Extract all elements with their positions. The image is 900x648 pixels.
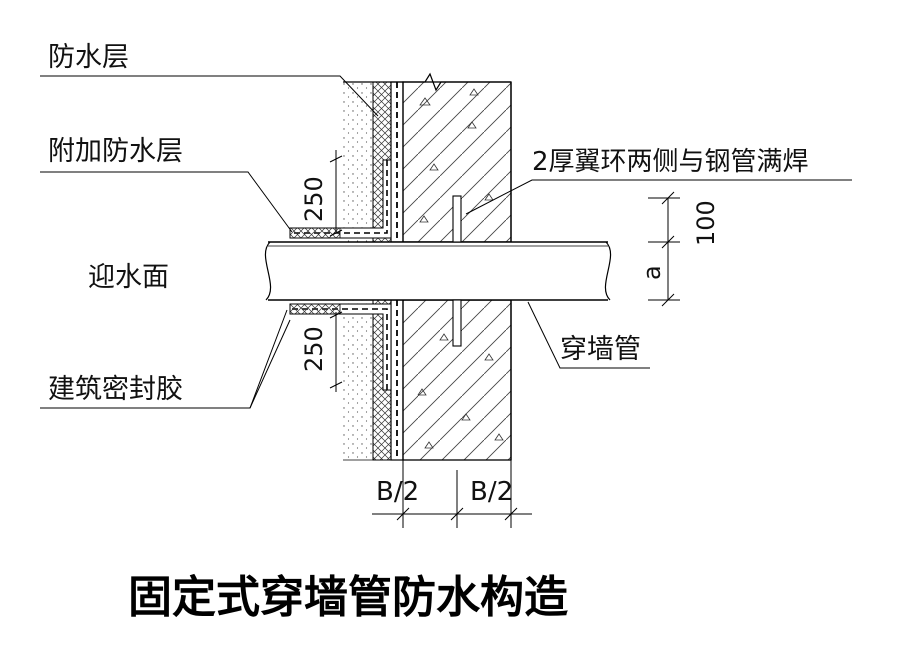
leader-waterproof-layer — [40, 75, 379, 117]
dim-b-half-left: B/2 — [376, 477, 419, 507]
label-waterproof-layer: 防水层 — [48, 42, 129, 73]
aggregate-marks — [417, 88, 504, 449]
break-mark-top — [343, 72, 511, 92]
drawing-title: 固定式穿墙管防水构造 — [128, 572, 568, 623]
dimension-lines — [329, 150, 680, 528]
leader-additional-layer — [40, 171, 293, 233]
label-wall-pipe: 穿墙管 — [560, 334, 641, 365]
leader-wing-ring — [465, 179, 852, 215]
label-wing-ring-note: 2厚翼环两侧与钢管满焊 — [532, 147, 809, 177]
leader-sealant-2 — [249, 319, 291, 409]
dim-b-half-right: B/2 — [470, 477, 513, 507]
label-water-facing-side: 迎水面 — [88, 262, 169, 293]
dim-ring-100: 100 — [692, 200, 720, 246]
leader-lines — [40, 75, 852, 409]
wing-ring — [452, 195, 462, 347]
pipe-break-left — [264, 241, 272, 301]
label-sealant: 建筑密封胶 — [48, 374, 183, 405]
dim-lower-250: 250 — [300, 326, 328, 372]
dim-a: a — [638, 265, 666, 280]
additional-waterproof-layer — [289, 159, 392, 391]
dim-upper-250: 250 — [300, 176, 328, 222]
leader-wall-pipe — [527, 301, 650, 369]
wall-pipe — [264, 241, 612, 301]
pipe-break-right — [604, 241, 612, 301]
label-additional-waterproof-layer: 附加防水层 — [48, 136, 183, 167]
